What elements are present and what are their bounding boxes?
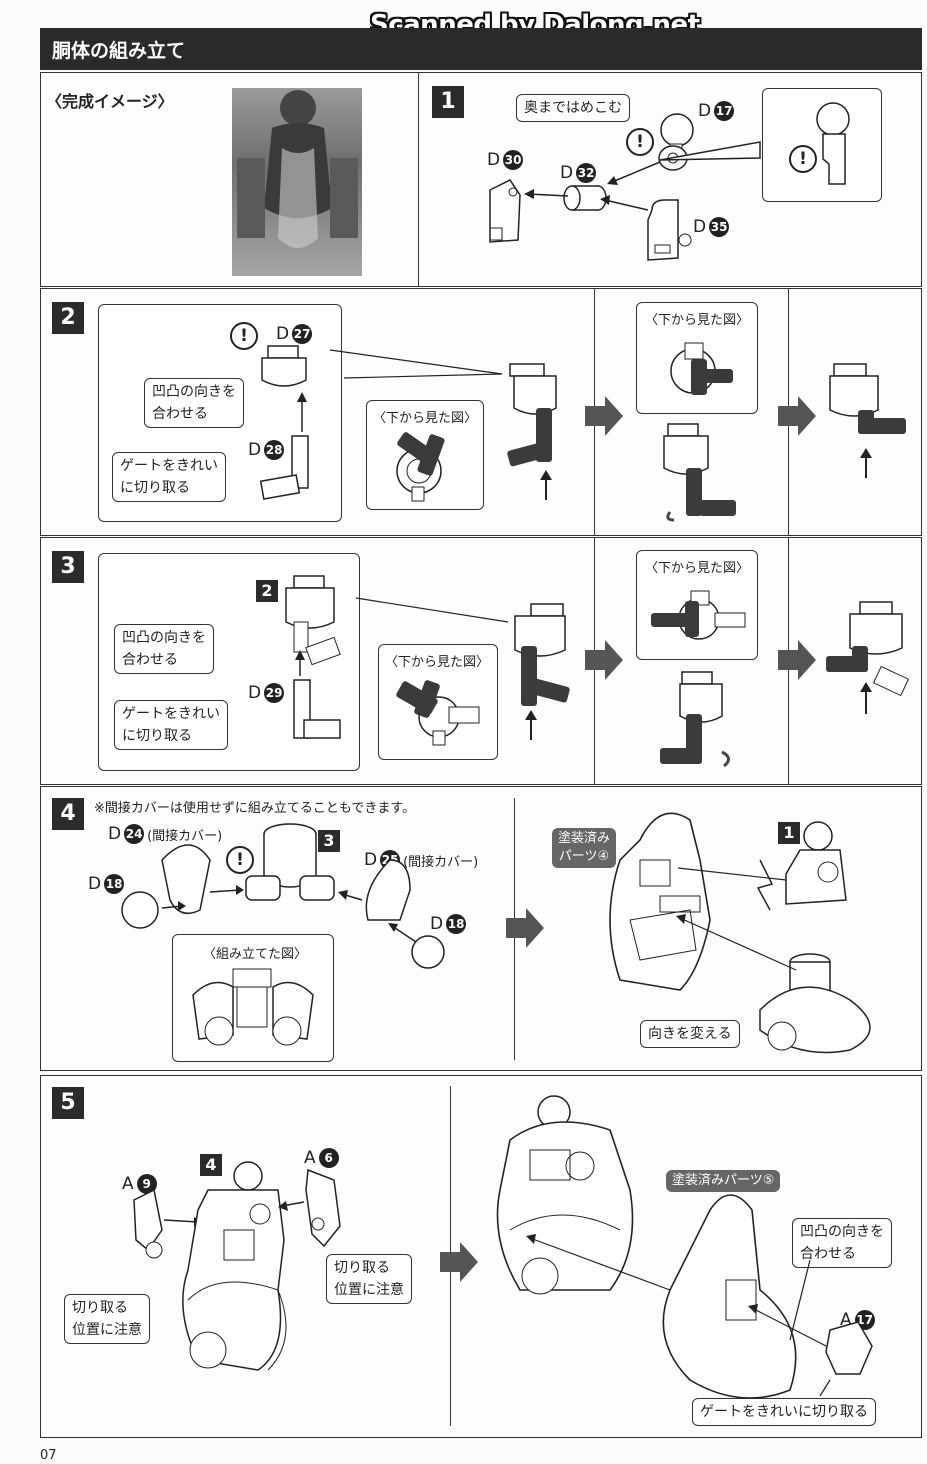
caution-icon: ! [626,128,654,156]
bottom-view-box-2: 〈下から見た図〉 [636,550,758,660]
step4-parts-drawing [121,823,445,969]
assembled-view-title: 〈組み立てた図〉 [203,947,308,962]
callout-push-in: 奥まではめこむ [516,94,630,122]
bottom-view-title: 〈下から見た図〉 [385,655,490,670]
step2-assembled-1 [507,363,557,500]
row-1-divider [418,72,419,287]
step-number-5: 5 [52,1087,84,1119]
step3-parts-drawing [285,575,341,739]
callout-cut-gate: ゲートをきれいに切り取る [692,1398,876,1426]
step3-final [826,601,910,714]
callout-align: 凹凸の向きを 合わせる [144,378,244,428]
optional-cover-note: ※間接カバーは使用せずに組み立てることもできます。 [94,801,416,816]
completed-image-label: 〈完成イメージ〉 [46,92,174,111]
flow-arrow [778,396,816,436]
ref-step-1: 1 [778,822,800,844]
step1-parts-drawing [489,113,694,261]
assembled-view-box: 〈組み立てた図〉 [172,934,334,1062]
completed-figure-photo [232,88,362,276]
flow-arrow [440,1242,478,1282]
flow-arrow [506,908,544,948]
bottom-view-box-2: 〈下から見た図〉 [636,302,758,414]
step2-final [829,363,906,478]
bottom-view-box: 〈下から見た図〉 [378,644,498,760]
callout-change-direction: 向きを変える [640,1020,740,1048]
callout-align: 凹凸の向きを 合わせる [114,624,214,674]
page-number: 07 [40,1448,57,1463]
section-header: 胴体の組み立て [40,28,922,70]
step3-assembled-1 [514,603,570,740]
step-number-4: 4 [52,798,84,830]
caution-icon: ! [226,846,254,874]
flow-arrow [778,640,816,680]
step-number-1: 1 [432,86,464,118]
callout-align: 凹凸の向きを 合わせる [792,1218,892,1268]
caution-icon: ! [230,322,258,350]
step3-rotated [660,671,730,768]
callout-cut-gate: ゲートをきれい に切り取る [114,700,228,750]
step4-torso-drawing [609,812,871,1054]
bottom-view-title-2: 〈下から見た図〉 [645,313,750,328]
step2-rotated [663,423,736,522]
flow-arrow [585,640,623,680]
ref-step-2: 2 [256,580,278,602]
ref-step-4: 4 [200,1154,222,1176]
step-number-3: 3 [52,551,84,583]
callout-cut-position-right: 切り取る 位置に注意 [326,1254,412,1304]
bottom-view-title: 〈下から見た図〉 [373,411,478,426]
painted-part-5-tag: 塗装済みパーツ⑤ [666,1170,781,1192]
step2-parts-drawing [259,345,309,500]
figure-silhouette [237,90,358,248]
caution-icon: ! [789,145,817,173]
section-title: 胴体の組み立て [52,40,186,62]
bottom-view-title-2: 〈下から見た図〉 [645,561,750,576]
step5-right-drawing [496,1095,873,1399]
ref-step-3: 3 [318,830,340,852]
painted-part-4-tag: 塗装済み パーツ④ [552,828,617,868]
step-number-2: 2 [52,302,84,334]
flow-arrow [585,396,623,436]
step1-detail-box: ! [762,88,882,202]
bottom-view-box: 〈下から見た図〉 [366,400,484,510]
callout-cut-gate: ゲートをきれい に切り取る [112,452,226,502]
callout-cut-position-left: 切り取る 位置に注意 [64,1294,150,1344]
step5-left-drawing [133,1161,341,1371]
